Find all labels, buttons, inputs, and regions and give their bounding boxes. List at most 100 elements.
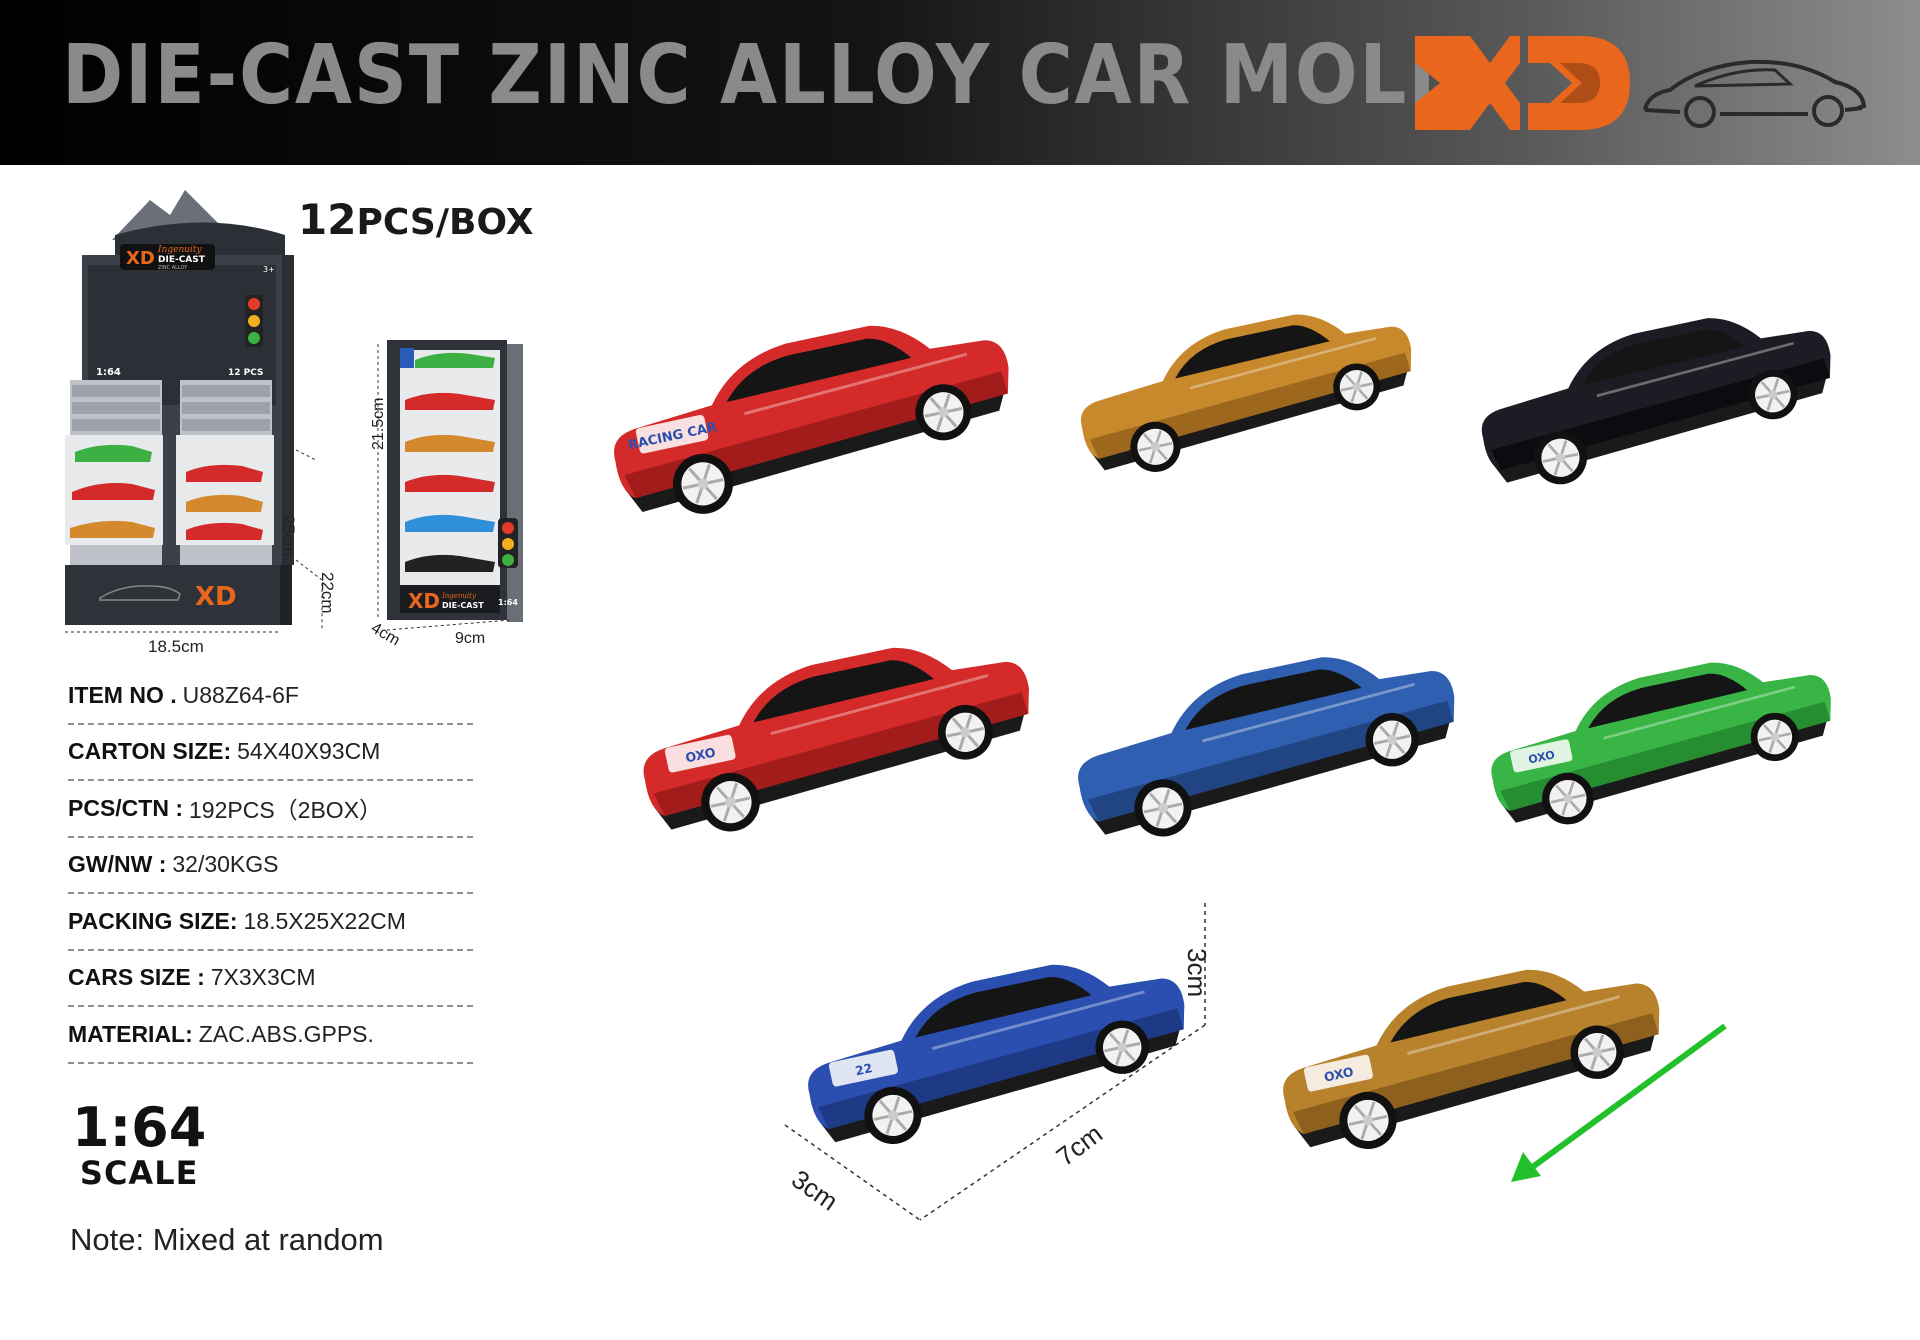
car-window — [726, 338, 912, 403]
pcs-per-box-unit: PCS/BOX — [356, 202, 534, 243]
car-window — [915, 977, 1092, 1038]
spec-row-pcs-ctn: PCS/CTN :192PCS（2BOX） — [68, 781, 473, 838]
slim-box-scale: 1:64 — [498, 598, 518, 607]
scale-badge: 1:64 SCALE — [72, 1096, 207, 1192]
hood-decal — [635, 414, 709, 454]
car-stripe — [743, 352, 968, 416]
spec-row-item-no: ITEM NO .U88Z64-6F — [68, 668, 473, 725]
car-image-gold-muscle-car — [1080, 314, 1412, 472]
display-box-base-logo: XD — [195, 582, 237, 612]
wheel-hub — [1362, 1115, 1374, 1126]
wheel-hub — [1150, 442, 1160, 452]
display-box-image: XD Ingenuity DIE-CAST ZINC ALLOY 3+ 1:64… — [65, 190, 323, 633]
spec-row-material: MATERIAL:ZAC.ABS.GPPS. — [68, 1007, 473, 1064]
car-image-gold-sports-car: OXO — [1283, 969, 1660, 1150]
car-stripe — [932, 990, 1145, 1050]
wheel-hub — [1555, 452, 1566, 463]
wheel-hub — [960, 727, 971, 738]
spec-row-carton-size: CARTON SIZE:54X40X93CM — [68, 725, 473, 781]
car-image-red-muscle-car: RACING CAR — [614, 325, 1009, 514]
wheel-hub — [1563, 793, 1573, 804]
display-box-subbrand: Ingenuity — [157, 245, 203, 255]
wheel-hub — [1157, 802, 1169, 814]
mixed-note: Note: Mixed at random — [70, 1222, 384, 1257]
car-stripe — [1189, 337, 1377, 390]
hood-decal-text: OXO — [1323, 1064, 1355, 1085]
pcs-per-box-label: 12PCS/BOX — [298, 195, 534, 244]
wheel-hub — [1592, 1047, 1602, 1058]
spec-row-packing-size: PACKING SIZE:18.5X25X22CM — [68, 894, 473, 951]
display-box-height-label: 25cm — [279, 515, 298, 557]
car-window — [1185, 669, 1362, 731]
pcs-per-box-number: 12 — [298, 195, 357, 244]
slim-box-height-label: 21.5cm — [370, 397, 387, 450]
car-silhouette-icon — [1643, 59, 1867, 128]
spec-label: MATERIAL: — [68, 1020, 193, 1047]
display-box-line2: ZINC ALLOY — [158, 265, 188, 271]
hood-decal — [828, 1049, 898, 1087]
direction-arrow-icon — [1511, 1023, 1727, 1182]
slim-box-line1: DIE-CAST — [442, 601, 484, 610]
display-box-line1: DIE-CAST — [158, 255, 206, 265]
car-window — [1390, 982, 1567, 1043]
spec-value: 54X40X93CM — [237, 738, 381, 765]
display-box-depth-label: 22cm — [318, 572, 337, 614]
car-stripe — [1596, 341, 1794, 398]
display-box-age: 3+ — [263, 265, 275, 274]
car-stripe — [1407, 995, 1620, 1055]
spec-value: ZAC.ABS.GPPS. — [198, 1020, 374, 1047]
slim-box-width-label: 9cm — [455, 630, 486, 647]
spec-value: 7X3X3CM — [210, 964, 316, 991]
car-stripe — [1603, 685, 1796, 740]
slim-box-subbrand: Ingenuity — [441, 592, 477, 600]
wheel-hub — [938, 407, 949, 418]
car-dimension-lines — [784, 903, 1206, 1221]
hood-decal — [1510, 739, 1573, 773]
car-image-green-muscle-car: OXO — [1491, 662, 1831, 825]
car-image-blue-flame-car — [1078, 657, 1455, 837]
spec-label: CARS SIZE : — [68, 964, 205, 991]
display-box-width-label: 18.5cm — [148, 637, 204, 656]
car-window — [1581, 329, 1745, 386]
spec-label: PACKING SIZE: — [68, 907, 238, 934]
spec-value: 18.5X25X22CM — [243, 907, 406, 934]
wheel-hub — [725, 796, 736, 808]
car-image-blue-sports-car: 22 — [808, 964, 1185, 1145]
display-box-brand: XD — [126, 248, 155, 269]
wheel-hub — [1117, 1042, 1127, 1053]
wheel-hub — [1352, 382, 1361, 392]
hood-decal-text: OXO — [1527, 748, 1556, 766]
spec-label: PCS/CTN : — [68, 794, 183, 821]
hood-decal-text: 22 — [854, 1060, 874, 1078]
spec-label: ITEM NO . — [68, 681, 177, 708]
spec-value: U88Z64-6F — [182, 681, 299, 708]
wheel-hub — [697, 478, 709, 490]
spec-row-cars-size: CARS SIZE :7X3X3CM — [68, 951, 473, 1007]
spec-label: CARTON SIZE: — [68, 738, 232, 765]
car-window — [1175, 325, 1330, 379]
hood-decal — [664, 734, 736, 773]
car-stripe — [1202, 682, 1415, 743]
page-title: DIE-CAST ZINC ALLOY CAR MOLD — [62, 28, 1472, 123]
display-box-scale: 1:64 — [96, 367, 121, 378]
wheel-hub — [887, 1110, 899, 1121]
car-image-red-convertible: OXO — [643, 647, 1029, 832]
wheel-hub — [1387, 734, 1397, 745]
spec-value: 192PCS（2BOX） — [189, 797, 383, 824]
spec-label: GW/NW : — [68, 851, 167, 878]
car-window — [753, 660, 935, 723]
wheel-hub — [1768, 390, 1778, 400]
scale-ratio: 1:64 — [72, 1096, 207, 1159]
slim-box-brand: XD — [408, 589, 440, 613]
spec-value: 32/30KGS — [172, 851, 279, 878]
car-image-black-muscle-car — [1481, 318, 1831, 485]
wheel-hub — [1770, 732, 1780, 742]
car-height-label: 3cm — [1182, 948, 1212, 998]
xd-brand-logo — [1415, 36, 1630, 130]
spec-row-gw-nw: GW/NW :32/30KGS — [68, 838, 473, 894]
hood-decal-text: OXO — [684, 744, 717, 765]
car-stripe — [770, 674, 989, 736]
slim-box-image: XD Ingenuity DIE-CAST 1:64 — [377, 340, 523, 631]
spec-list: ITEM NO .U88Z64-6F CARTON SIZE:54X40X93C… — [68, 668, 473, 1064]
scale-label: SCALE — [79, 1154, 199, 1192]
